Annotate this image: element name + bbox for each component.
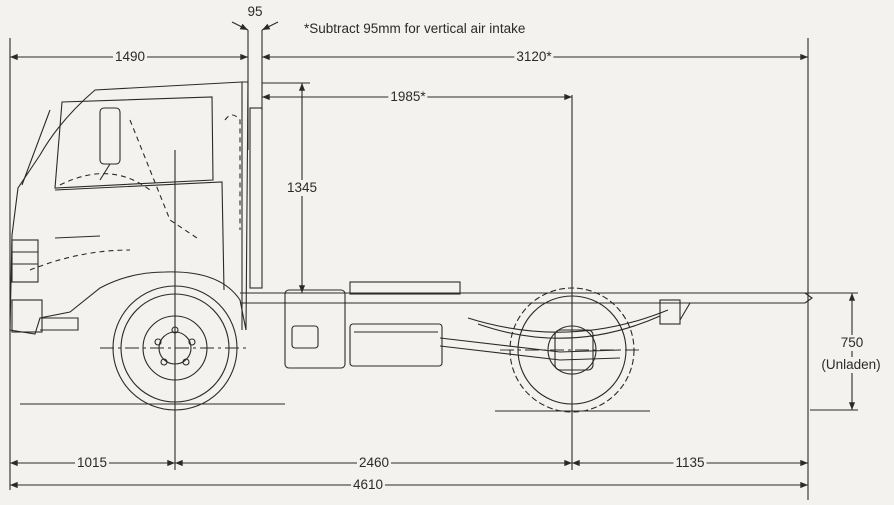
dim-label-1135: 1135 (673, 455, 707, 471)
dimension-lines (9, 21, 856, 489)
ground-lines (20, 403, 650, 412)
dim-label-750: 750 (838, 335, 866, 351)
dim-label-95: 95 (247, 4, 263, 19)
dim-label-1345: 1345 (284, 180, 320, 196)
dim-label-3120: 3120* (514, 49, 554, 65)
truck-cab (9, 81, 263, 335)
air-intake-note: *Subtract 95mm for vertical air intake (304, 21, 526, 36)
centre-lines (100, 347, 640, 351)
dim-label-2460: 2460 (356, 455, 392, 471)
extension-lines (9, 30, 858, 500)
dim-label-unladen: (Unladen) (819, 357, 883, 373)
dim-label-4610: 4610 (350, 477, 386, 493)
dim-label-1490: 1490 (112, 49, 148, 65)
dim-label-1015: 1015 (74, 455, 110, 471)
dim-label-1985: 1985* (388, 89, 428, 105)
chassis-frame (240, 281, 813, 371)
